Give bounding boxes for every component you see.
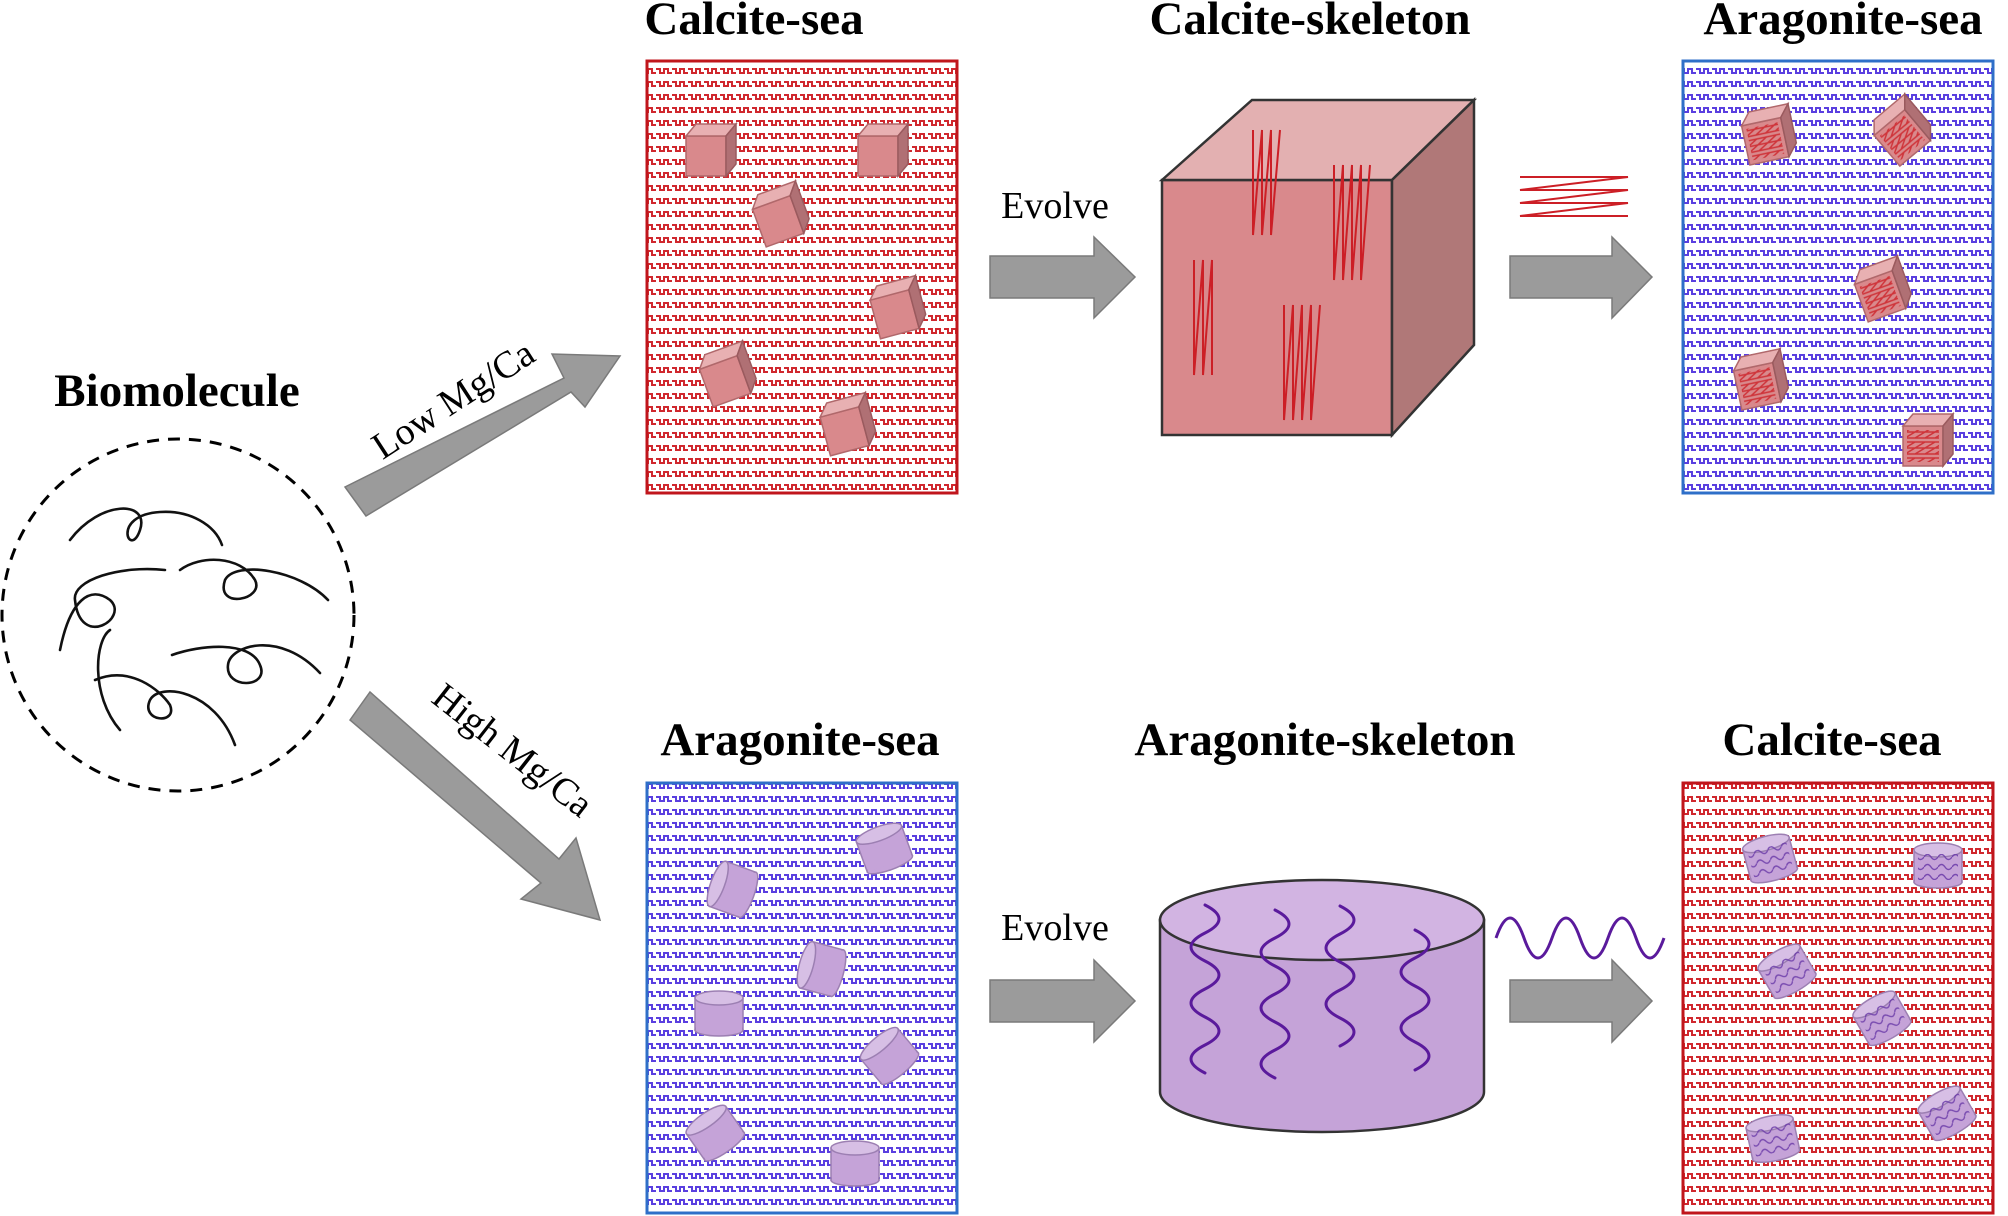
top-aragonite-sea-panel bbox=[1681, 59, 1995, 495]
bottom-evolve-label: Evolve bbox=[1001, 907, 1109, 949]
top-panel2-title: Aragonite-sea bbox=[1703, 0, 1982, 45]
top-panel1-title: Calcite-sea bbox=[644, 0, 863, 45]
biomolecule-group bbox=[0, 437, 356, 793]
biomolecule-label: Biomolecule bbox=[54, 365, 299, 417]
top-skeleton-title: Calcite-skeleton bbox=[1149, 0, 1470, 45]
bottom-evolve-arrow bbox=[989, 958, 1137, 1044]
aragonite-crystal bbox=[694, 990, 744, 1037]
aragonite-skeleton-cylinder bbox=[1158, 878, 1486, 1134]
bottom-calcite-sea-panel bbox=[1681, 781, 1995, 1215]
top-incorporate-arrow bbox=[1509, 235, 1654, 320]
top-calcite-sea-panel bbox=[645, 59, 959, 495]
bottom-panel2-title: Calcite-sea bbox=[1722, 714, 1941, 766]
low-mgca-arrow bbox=[343, 353, 622, 517]
bottom-incorporate-arrow bbox=[1509, 958, 1654, 1044]
bottom-skeleton-title: Aragonite-skeleton bbox=[1134, 714, 1515, 766]
top-evolve-arrow bbox=[989, 235, 1137, 320]
bottom-aragonite-sea-panel bbox=[645, 781, 959, 1215]
calcite-skeleton-cube bbox=[1158, 97, 1478, 439]
biomolecule-circle bbox=[0, 437, 356, 793]
biomolecule-strands bbox=[58, 507, 330, 747]
bottom-panel1-title: Aragonite-sea bbox=[660, 714, 939, 766]
calcite-crystal bbox=[685, 123, 737, 177]
top-evolve-label: Evolve bbox=[1001, 185, 1109, 227]
high-mgca-arrow bbox=[348, 690, 602, 922]
calcite-crystal bbox=[857, 123, 909, 177]
aragonite-crystal bbox=[830, 1140, 880, 1187]
calcite-molecule-zigzag bbox=[1519, 176, 1629, 217]
aragonite-molecule-wave bbox=[1494, 916, 1666, 960]
